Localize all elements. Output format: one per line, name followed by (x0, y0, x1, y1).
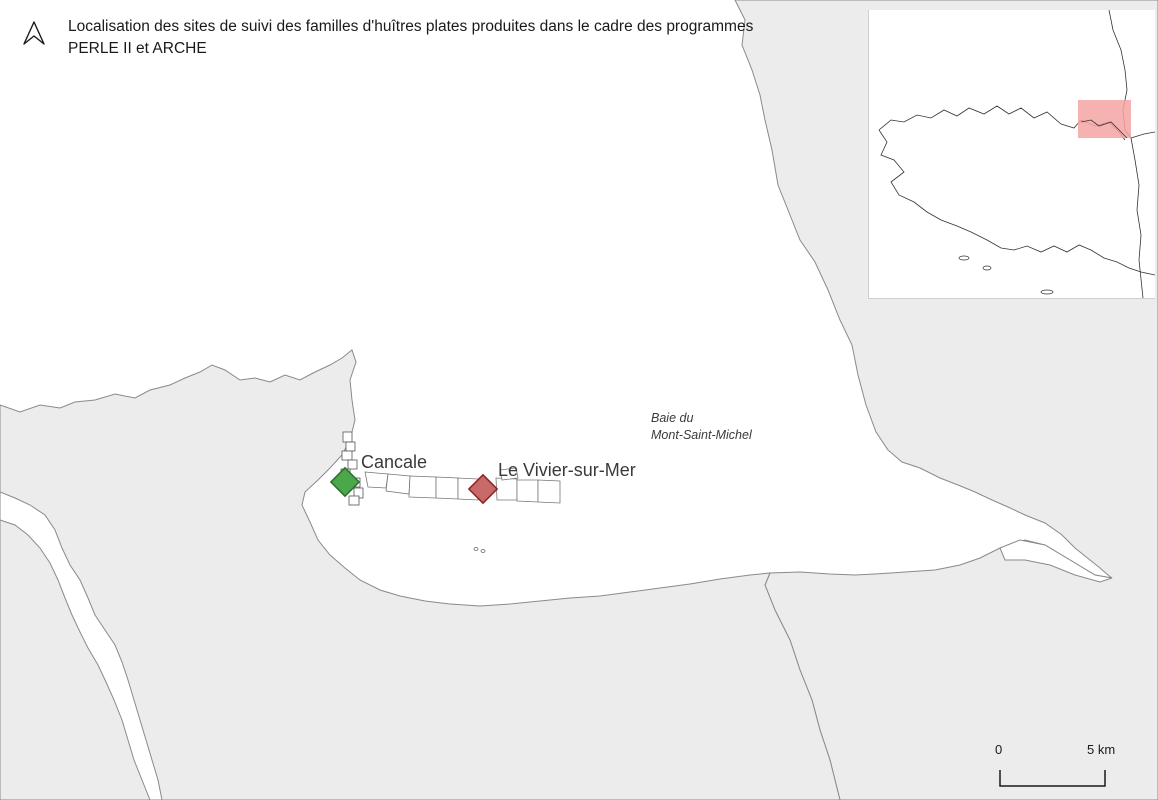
site-label-le-vivier-sur-mer: Le Vivier-sur-Mer (498, 460, 636, 480)
inset-svg (878, 10, 1155, 298)
site-label-cancale: Cancale (361, 452, 428, 472)
inset-highlight-coast (1080, 119, 1128, 139)
islets (473, 547, 486, 553)
inset-coastline-south (1090, 249, 1155, 276)
inset-highlight-area (1078, 100, 1131, 138)
concession-grid (364, 467, 561, 504)
inset-border (1130, 137, 1144, 298)
scale-start-label: 0 (995, 742, 1003, 757)
inset-locator-map[interactable] (868, 10, 1155, 299)
rance-estuary (0, 491, 163, 800)
land-west (0, 349, 841, 800)
site-marker-cancale[interactable] (329, 466, 361, 498)
north-arrow-icon (23, 21, 45, 45)
inset-islands (958, 255, 1054, 295)
map-title: Localisation des sites de suivi des fami… (68, 18, 754, 57)
scale-end-label: 5 km (1087, 742, 1116, 757)
bay-label-line2: Mont-Saint-Michel (651, 428, 752, 442)
bay-label-line1: Baie du (651, 411, 694, 425)
bay-label: Baie du Mont-Saint-Michel (651, 410, 752, 444)
scale-bar (999, 770, 1106, 787)
cancale-parks (340, 431, 364, 506)
couesnon-estuary (999, 539, 1113, 583)
site-marker-le-vivier-sur-mer[interactable] (467, 473, 499, 505)
